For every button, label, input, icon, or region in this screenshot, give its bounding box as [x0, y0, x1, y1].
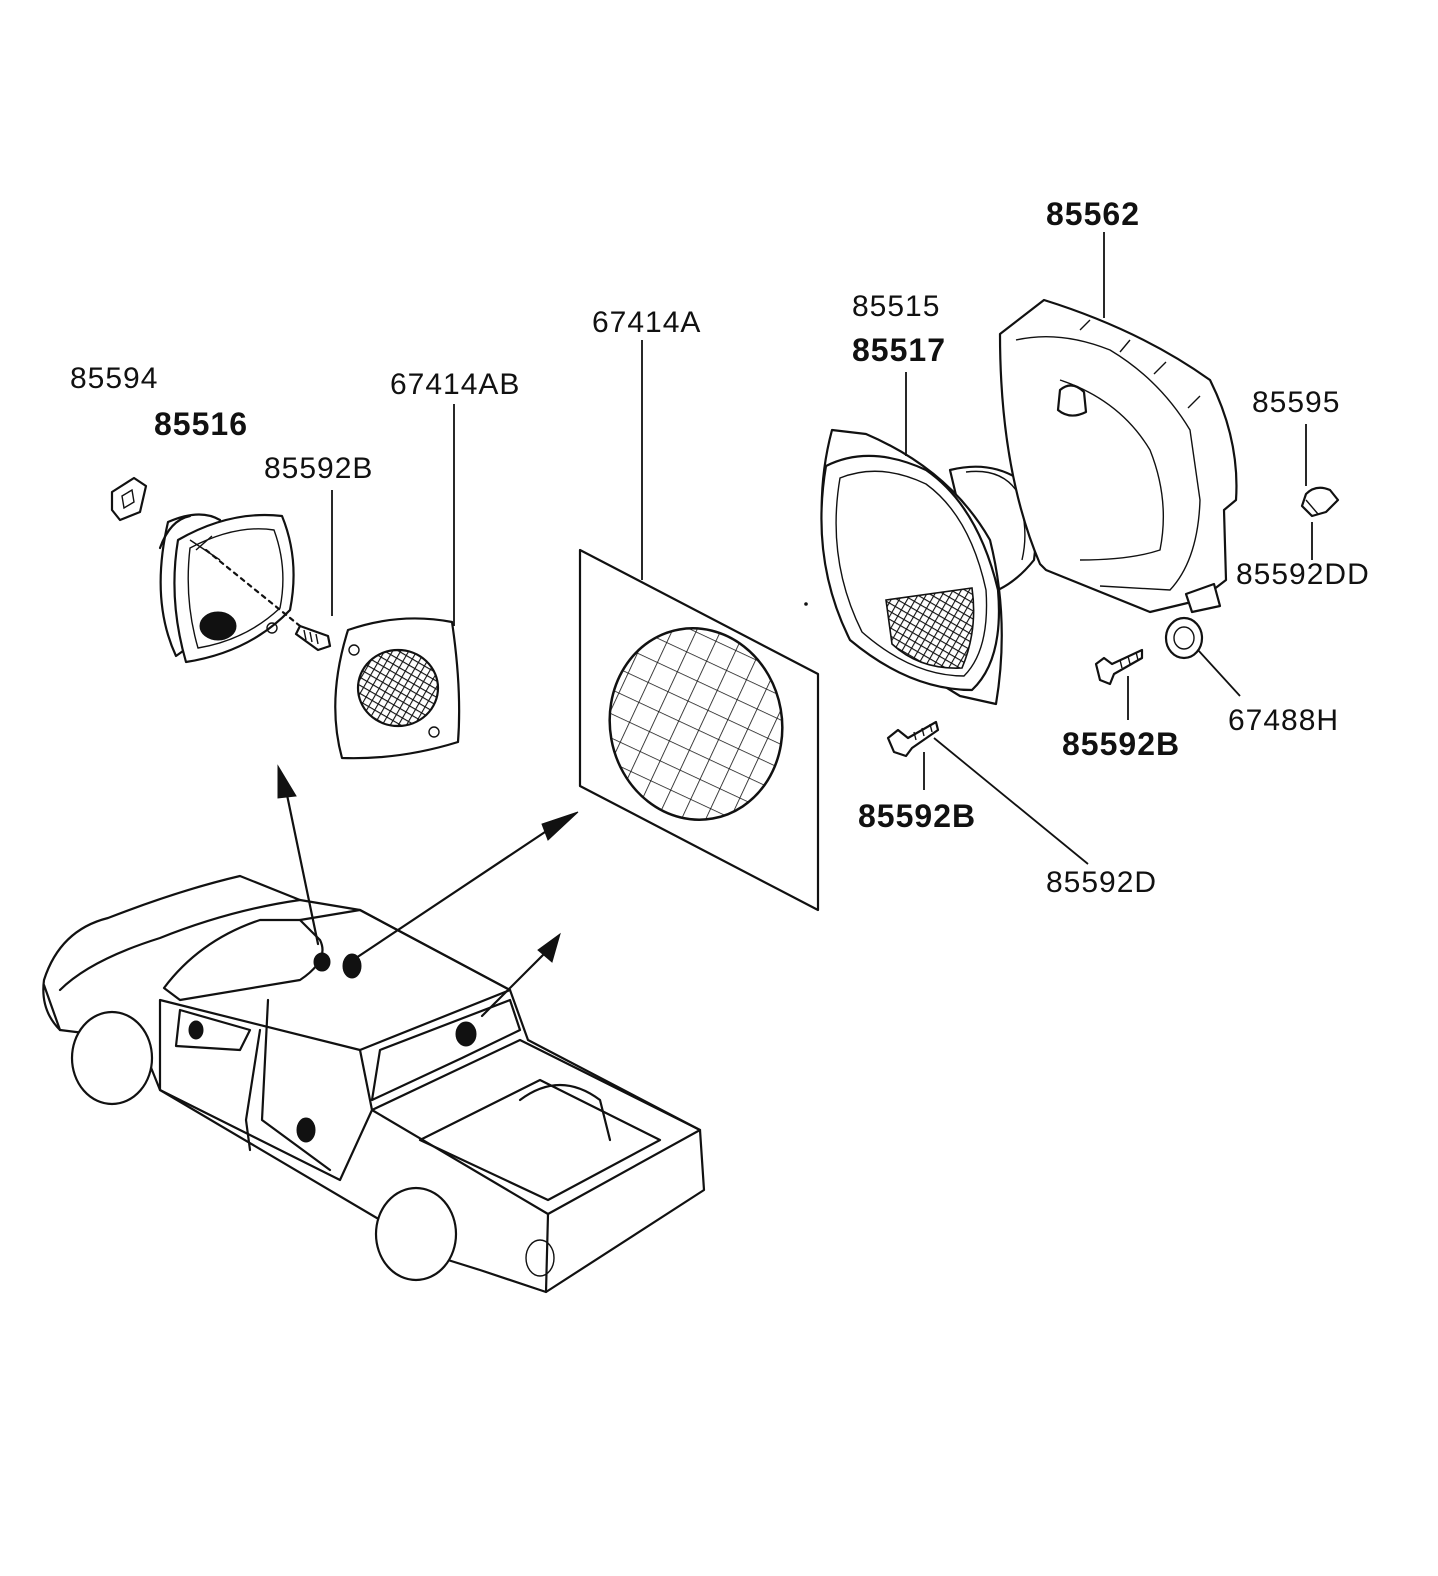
label-85515: 85515 [852, 290, 941, 323]
clip-85595 [1300, 424, 1340, 560]
speaker-bracket-85562 [998, 232, 1238, 614]
washer-67488H [1164, 616, 1241, 697]
screw-85592B-left [204, 490, 333, 652]
truck-illustration [42, 874, 706, 1294]
label-67488H: 67488H [1228, 704, 1340, 737]
label-85592DD: 85592DD [1236, 558, 1370, 591]
screw-85592B-right [1094, 648, 1144, 720]
label-67414AB: 67414AB [390, 368, 521, 401]
large-grille-67414A [578, 340, 820, 912]
arrows [277, 764, 579, 1018]
small-grille-67414AB [334, 404, 461, 760]
large-speaker-85517 [804, 372, 1037, 706]
label-85592D: 85592D [1046, 866, 1158, 899]
label-85594: 85594 [70, 362, 159, 395]
small-speaker-85516 [158, 513, 295, 664]
clip-85594 [110, 476, 148, 522]
label-85517: 85517 [852, 332, 946, 368]
label-85595: 85595 [1252, 386, 1341, 419]
label-85592B-left: 85592B [264, 452, 374, 485]
label-67414A: 67414A [592, 306, 702, 339]
screw-85592B-bottom [886, 720, 1089, 865]
label-85592B-bottom: 85592B [858, 798, 977, 834]
label-85592B-right: 85592B [1062, 726, 1181, 762]
label-85516: 85516 [154, 406, 248, 442]
label-85562: 85562 [1046, 196, 1140, 232]
